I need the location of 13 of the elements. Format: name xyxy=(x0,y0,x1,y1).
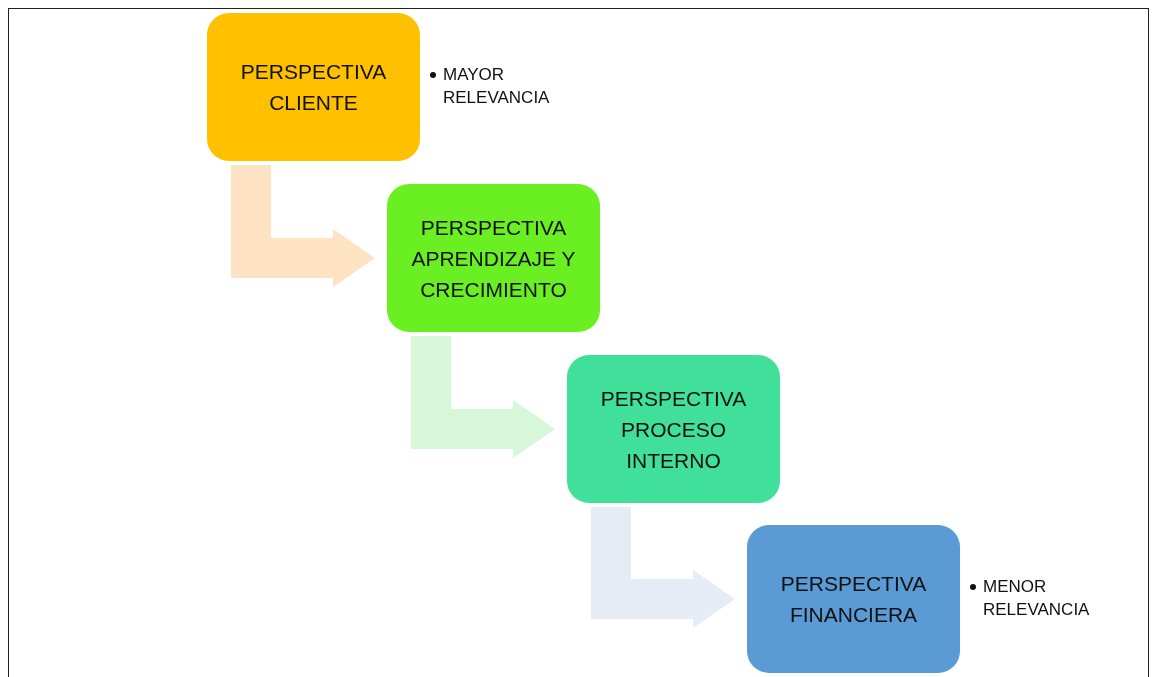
box-label: PERSPECTIVA FINANCIERA xyxy=(779,571,928,628)
bent-arrow xyxy=(411,336,555,458)
box-label: PERSPECTIVA PROCESO INTERNO xyxy=(599,385,748,474)
process-box xyxy=(387,184,600,332)
note-text: MAYOR RELEVANCIA xyxy=(443,65,550,107)
process-box xyxy=(567,355,780,503)
note-text: MENOR RELEVANCIA xyxy=(983,577,1090,619)
process-box xyxy=(207,13,420,161)
box-label: PERSPECTIVA APRENDIZAJE Y CRECIMIENTO xyxy=(410,214,577,303)
process-box xyxy=(747,525,960,673)
bent-arrow xyxy=(591,507,735,628)
bent-arrow xyxy=(231,165,375,287)
box-label: PERSPECTIVA CLIENTE xyxy=(239,59,388,116)
